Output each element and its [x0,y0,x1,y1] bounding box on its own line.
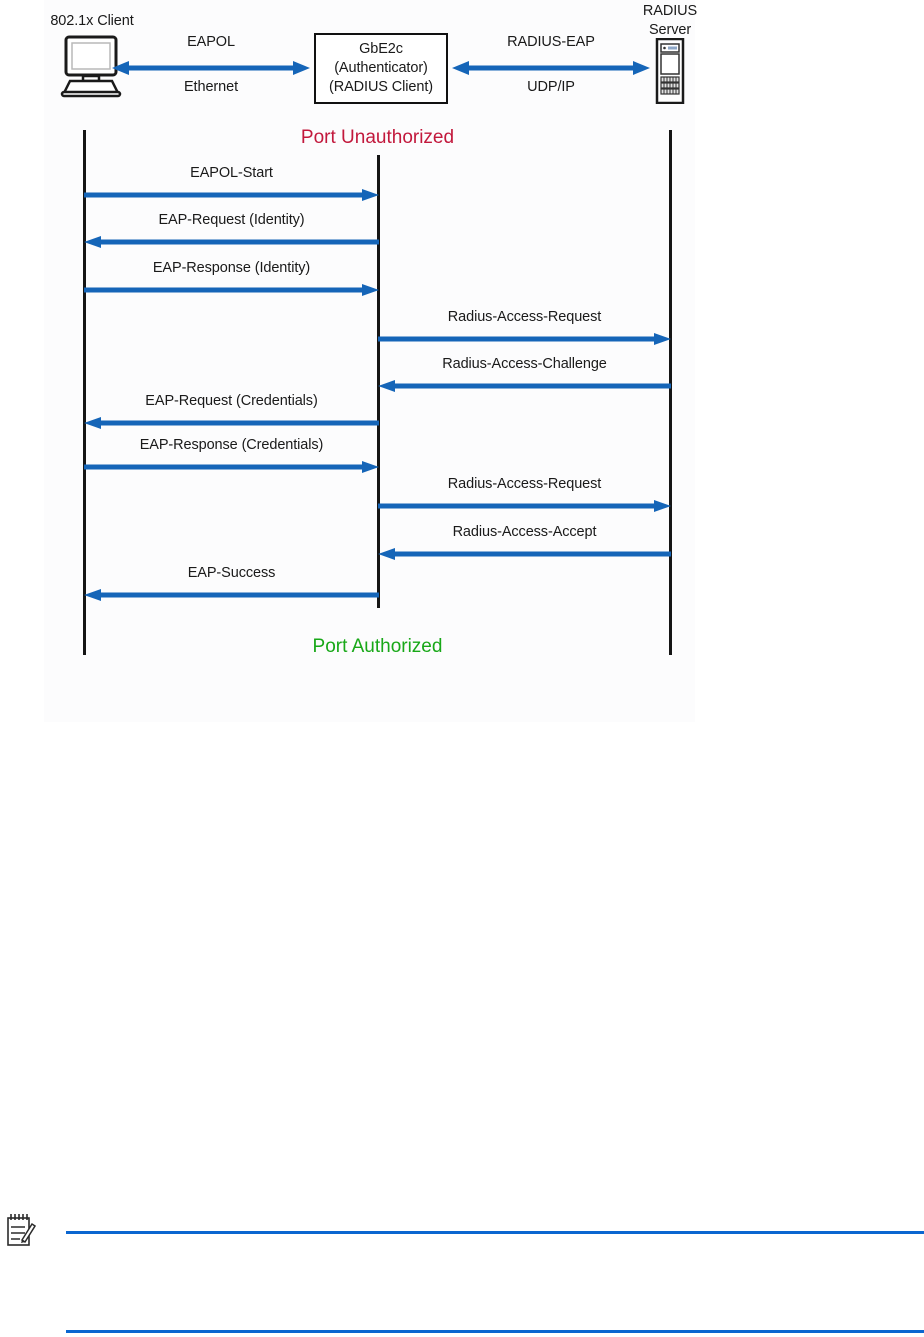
message-label: Radius-Access-Request [447,476,602,492]
authenticator-line-1: GbE2c [359,41,403,57]
message-arrow-left [378,547,671,561]
radius-eap-link-label: RADIUS-EAP [507,34,595,50]
client-node-label: 802.1x Client [50,13,134,29]
message-row: Radius-Access-Accept [378,524,671,561]
message-row: EAPOL-Start [84,165,379,202]
message-arrow-left [84,235,379,249]
udp-ip-link-label: UDP/IP [527,79,575,95]
message-row: EAP-Success [84,565,379,602]
desktop-computer-icon [54,35,130,99]
message-label: Radius-Access-Accept [452,524,597,540]
message-arrow-right [84,460,379,474]
message-label: EAP-Request (Credentials) [145,393,318,409]
message-label: Radius-Access-Request [447,309,602,325]
dot1x-authentication-sequence-figure: 802.1x Client GbE2c (Authenticator) (RAD… [44,0,697,722]
eapol-link-label: EAPOL [187,34,235,50]
message-arrow-right [378,332,671,346]
authenticator-line-3: (RADIUS Client) [328,79,434,95]
message-row: EAP-Request (Identity) [84,212,379,249]
note-bottom-rule [66,1330,924,1333]
message-arrow-left [84,588,379,602]
message-label: EAP-Request (Identity) [158,212,305,228]
message-row: Radius-Access-Challenge [378,356,671,393]
message-arrow-right [84,283,379,297]
message-row: EAP-Response (Identity) [84,260,379,297]
authenticator-server-arrow [452,60,650,76]
note-top-rule [66,1231,924,1234]
message-arrow-right [84,188,379,202]
server-lifeline [669,130,672,655]
authenticator-box: GbE2c (Authenticator) (RADIUS Client) [314,33,448,104]
message-label: EAP-Success [187,565,276,581]
message-arrow-left [378,379,671,393]
port-unauthorized-banner: Port Unauthorized [300,127,455,148]
server-node-label: RADIUS Server [642,3,698,38]
message-arrow-left [84,416,379,430]
note-pencil-icon [6,1212,37,1248]
message-row: EAP-Response (Credentials) [84,437,379,474]
authenticator-lifeline [377,155,380,608]
message-label: EAP-Response (Identity) [152,260,311,276]
message-label: Radius-Access-Challenge [442,356,607,372]
authenticator-line-2: (Authenticator) [334,60,428,76]
message-row: EAP-Request (Credentials) [84,393,379,430]
message-label: EAPOL-Start [190,165,273,181]
server-rack-icon [655,37,685,105]
message-label: EAP-Response (Credentials) [139,437,324,453]
client-authenticator-arrow [112,60,310,76]
ethernet-link-label: Ethernet [183,79,238,95]
message-arrow-right [378,499,671,513]
port-authorized-banner: Port Authorized [312,636,443,657]
message-row: Radius-Access-Request [378,476,671,513]
message-row: Radius-Access-Request [378,309,671,346]
client-lifeline [83,130,86,655]
